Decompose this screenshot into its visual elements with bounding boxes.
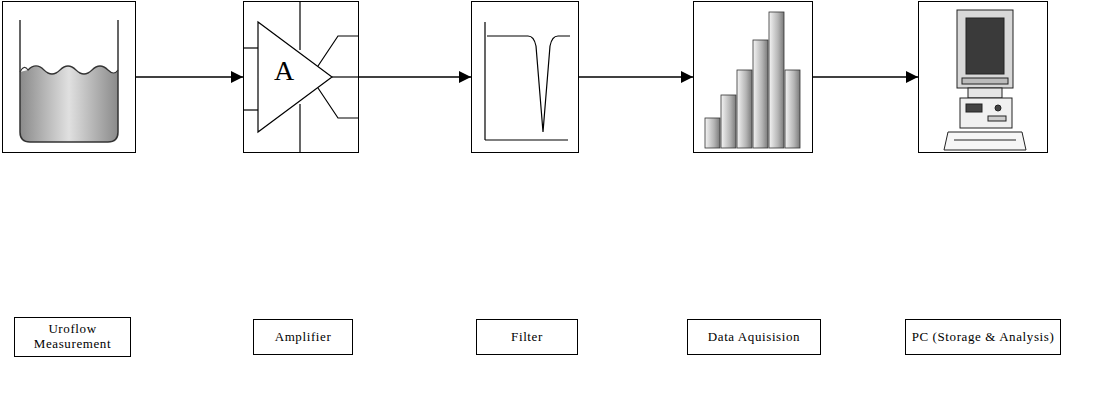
block-label: PC (Storage & Analysis) — [912, 330, 1055, 345]
block-box: Data Aquisision — [693, 1, 813, 153]
flow-arrow — [136, 76, 243, 77]
block-label: Data Aquisision — [708, 330, 800, 345]
caption-box: Filter — [476, 319, 578, 355]
block-label: Uroflow Measurement — [20, 322, 125, 352]
bar-chart-illustration — [705, 12, 800, 148]
block-label: Amplifier — [275, 330, 332, 345]
block-box: Uroflow Measurement — [2, 1, 136, 153]
caption-box: Data Aquisision — [687, 319, 821, 355]
block-box: AAmplifier — [243, 1, 359, 153]
block-box: Filter — [471, 1, 579, 153]
computer-illustration — [944, 10, 1026, 150]
block-box: PC (Storage & Analysis) — [918, 1, 1048, 153]
caption-box: PC (Storage & Analysis) — [905, 319, 1061, 355]
beaker-illustration — [20, 20, 118, 142]
caption-box: Amplifier — [253, 319, 353, 355]
symbol-letter: A — [274, 57, 294, 85]
block-label: Filter — [511, 330, 543, 345]
caption-box: Uroflow Measurement — [14, 317, 131, 357]
flow-arrow — [579, 76, 693, 77]
amplifier-symbol — [243, 1, 358, 152]
flow-arrow — [359, 76, 471, 77]
flow-arrow — [813, 76, 918, 77]
notch-filter-plot — [485, 22, 570, 140]
